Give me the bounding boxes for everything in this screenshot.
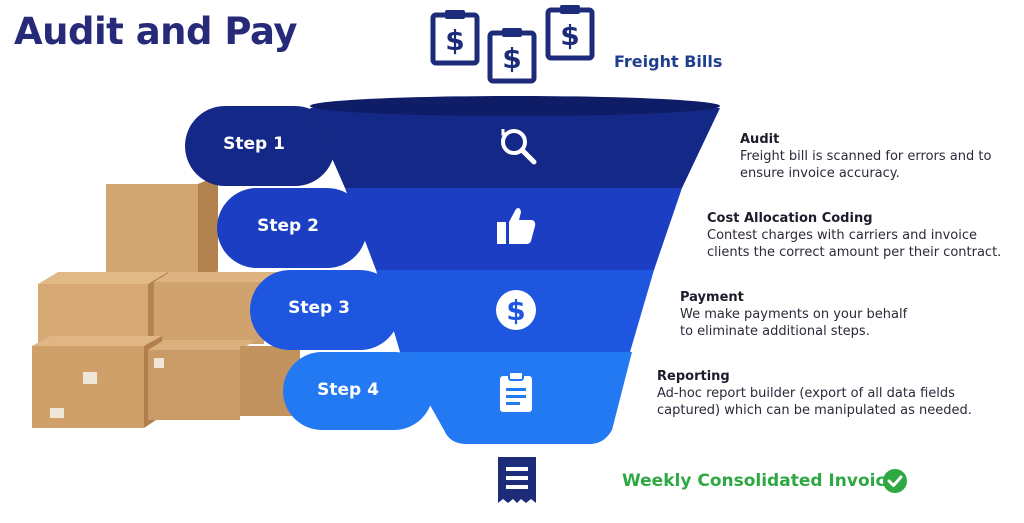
boxes-illustration: [28, 176, 308, 436]
step-1-label: Step 1: [223, 134, 285, 154]
search-icon: [494, 122, 538, 166]
step-2-tab: [217, 188, 367, 268]
check-circle-icon: [882, 468, 908, 494]
step-4-tab: [283, 352, 433, 430]
step-4-body: Ad-hoc report builder (export of all dat…: [657, 386, 972, 418]
freight-bill-icon: $: [545, 3, 595, 61]
step-1-body: Freight bill is scanned for errors and t…: [740, 149, 992, 181]
dollar-circle-icon: $: [494, 288, 538, 332]
freight-bill-icon: $: [487, 26, 537, 84]
step-2-label: Step 2: [257, 216, 319, 236]
svg-text:$: $: [502, 42, 521, 75]
step-4-label: Step 4: [317, 380, 379, 400]
step-4-description: Reporting Ad-hoc report builder (export …: [657, 368, 972, 419]
funnel-segment-1: [310, 100, 720, 188]
step-3-label: Step 3: [288, 298, 350, 318]
svg-text:$: $: [445, 24, 464, 57]
step-2-description: Cost Allocation Coding Contest charges w…: [707, 210, 1001, 261]
invoice-receipt-icon: [495, 455, 539, 505]
freight-bills-label: Freight Bills: [614, 52, 723, 71]
step-1-tab: [185, 106, 335, 186]
step-3-description: Payment We make payments on your behalf …: [680, 289, 907, 340]
svg-text:$: $: [506, 294, 525, 327]
weekly-invoice-label: Weekly Consolidated Invoice: [622, 471, 898, 491]
step-2-heading: Cost Allocation Coding: [707, 211, 873, 226]
step-1-description: Audit Freight bill is scanned for errors…: [740, 131, 991, 182]
clipboard-icon: [494, 370, 538, 414]
step-3-heading: Payment: [680, 290, 744, 305]
thumbs-up-icon: [494, 204, 538, 248]
step-3-tab: [250, 270, 400, 350]
step-2-body: Contest charges with carriers and invoic…: [707, 228, 1002, 260]
step-1-heading: Audit: [740, 132, 780, 147]
step-4-heading: Reporting: [657, 369, 730, 384]
svg-text:$: $: [560, 19, 579, 52]
step-3-body: We make payments on your behalf to elimi…: [680, 307, 908, 339]
page-title: Audit and Pay: [14, 10, 297, 53]
freight-bill-icon: $: [430, 8, 480, 66]
